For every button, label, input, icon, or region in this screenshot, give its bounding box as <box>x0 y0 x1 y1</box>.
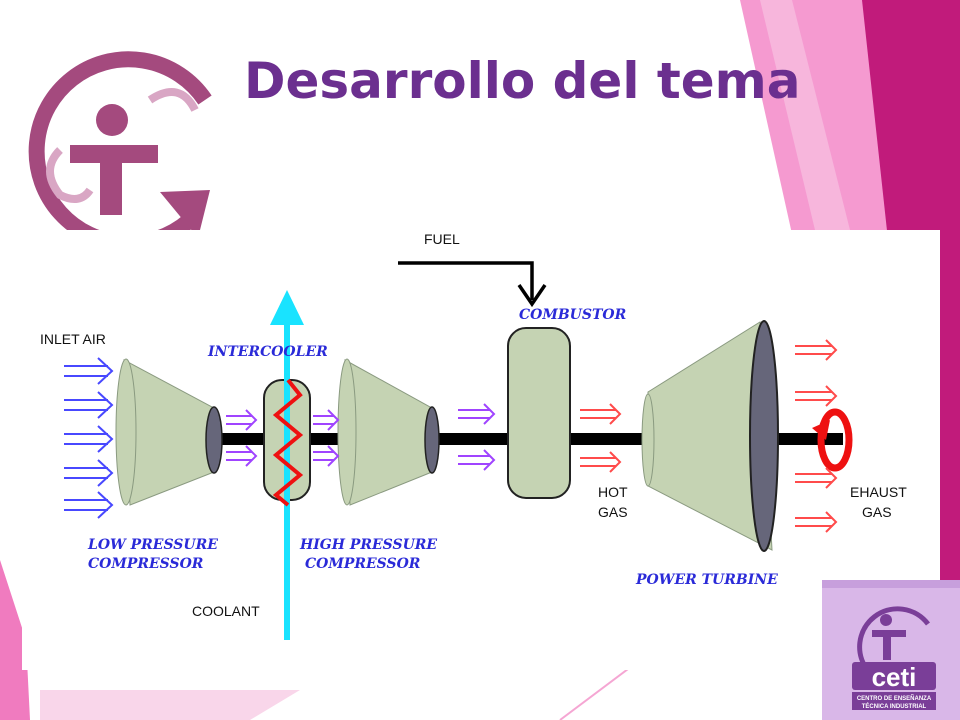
label-combustor: COMBUSTOR <box>519 307 626 323</box>
coolant-arrow-icon <box>270 290 304 640</box>
intercooler-coil <box>272 378 304 507</box>
label-power-turbine: POWER TURBINE <box>635 572 778 588</box>
hot-gas-arrows <box>580 403 622 473</box>
label-coolant: COOLANT <box>192 603 260 619</box>
label-high-pressure-2: COMPRESSOR <box>305 556 420 572</box>
combustor <box>507 327 571 499</box>
label-intercooler: INTERCOOLER <box>207 344 328 360</box>
slide-title: Desarrollo del tema <box>244 52 801 110</box>
label-low-pressure-1: LOW PRESSURE <box>87 537 218 553</box>
label-fuel: FUEL <box>424 231 460 247</box>
label-hot-gas-1: HOT <box>598 484 628 500</box>
label-exhaust-gas-1: EHAUST <box>850 484 907 500</box>
compressed-air-arrows <box>226 403 496 471</box>
high-pressure-compressor <box>337 358 440 506</box>
label-inlet-air: INLET AIR <box>40 331 106 347</box>
inlet-air-arrows <box>64 357 114 519</box>
label-hot-gas-2: GAS <box>598 504 628 520</box>
exhaust-gas-arrows <box>795 339 838 533</box>
label-low-pressure-2: COMPRESSOR <box>88 556 203 572</box>
ceti-wordmark: ceti <box>872 662 917 692</box>
pink-stripe-right <box>760 0 850 230</box>
power-turbine <box>641 320 779 552</box>
ceti-logo: ceti CENTRO DE ENSEÑANZA TÉCNICA INDUSTR… <box>822 580 960 720</box>
ceti-subtitle-1: CENTRO DE ENSEÑANZA <box>857 695 932 702</box>
label-high-pressure-1: HIGH PRESSURE <box>299 537 437 553</box>
rotation-arrow-icon <box>812 408 853 472</box>
pink-band-left <box>0 560 30 720</box>
pink-band-bottom <box>40 690 300 720</box>
low-pressure-compressor <box>115 358 223 506</box>
label-exhaust-gas-2: GAS <box>862 504 892 520</box>
ceti-subtitle-2: TÉCNICA INDUSTRIAL <box>862 702 927 710</box>
fuel-arrow-icon <box>398 261 547 308</box>
